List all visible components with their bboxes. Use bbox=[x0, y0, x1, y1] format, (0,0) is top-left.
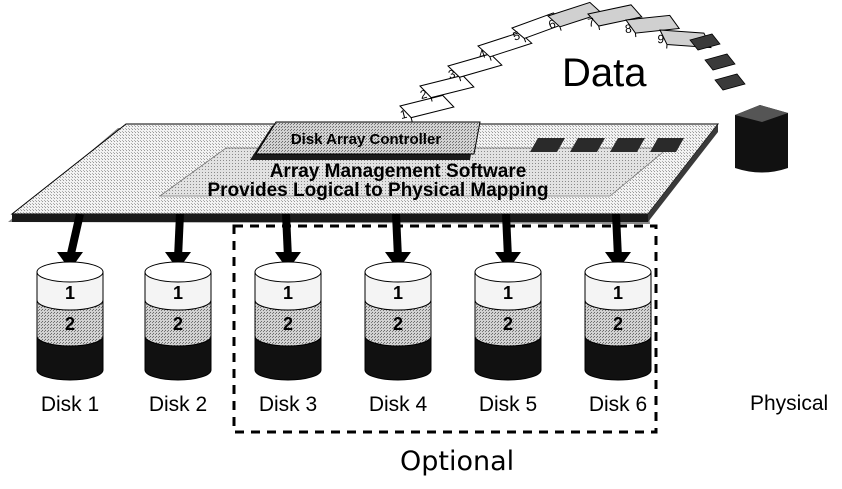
data-page: 3 bbox=[447, 53, 503, 82]
disk-layer-label: 1 bbox=[503, 283, 513, 303]
disk-label: Disk 4 bbox=[369, 393, 428, 416]
data-pages: 12 3 4 5 6 7 8 9 bbox=[399, 1, 746, 122]
mapping-arrow bbox=[165, 213, 191, 270]
optional-label: Optional bbox=[400, 446, 514, 477]
disk-layer-label: 2 bbox=[613, 314, 623, 334]
page-number: 7 bbox=[586, 15, 596, 30]
data-page: 8 bbox=[624, 14, 681, 38]
page-number: 4 bbox=[477, 46, 488, 61]
disk-label: Disk 2 bbox=[149, 393, 207, 416]
page-number: 3 bbox=[447, 67, 458, 82]
data-page: 1 bbox=[399, 94, 455, 122]
page-number: 2 bbox=[419, 87, 429, 102]
disk-layer-label: 1 bbox=[393, 283, 403, 303]
disk-layer-label: 1 bbox=[283, 283, 293, 303]
disk-layer-label: 2 bbox=[393, 314, 403, 334]
disk-layer-label: 2 bbox=[65, 314, 75, 334]
mapping-arrow bbox=[275, 213, 301, 270]
disk-array-controller: Disk Array Controller bbox=[250, 121, 481, 160]
software-line-1: Array Management Software bbox=[270, 161, 527, 182]
data-title: Data bbox=[562, 51, 647, 95]
mapping-arrow bbox=[57, 213, 84, 270]
data-page: 7 bbox=[586, 4, 643, 30]
mapping-arrow bbox=[495, 213, 521, 270]
optional-dashed-box bbox=[232, 224, 658, 434]
disk-layer-label: 2 bbox=[283, 314, 293, 334]
physical-storage-block bbox=[735, 105, 788, 173]
disk-label: Disk 6 bbox=[589, 393, 647, 416]
disk-layer-label: 1 bbox=[613, 283, 623, 303]
controller-label: Disk Array Controller bbox=[291, 131, 441, 148]
mapping-arrow bbox=[385, 213, 411, 270]
data-chip bbox=[704, 53, 736, 71]
disk-layer-label: 1 bbox=[65, 283, 75, 303]
disk-label: Disk 3 bbox=[259, 393, 317, 416]
disk-layer-label: 2 bbox=[173, 314, 183, 334]
mapping-arrows bbox=[57, 213, 631, 270]
data-chip bbox=[689, 33, 721, 51]
page-number: 5 bbox=[511, 28, 522, 44]
disk-layer-label: 1 bbox=[173, 283, 183, 303]
page-number: 1 bbox=[399, 107, 409, 122]
disk-label: Disk 5 bbox=[479, 393, 537, 416]
disk-label: Disk 1 bbox=[41, 393, 99, 416]
data-page: 4 bbox=[477, 31, 533, 62]
disk-layer-label: 2 bbox=[503, 314, 513, 334]
data-chip bbox=[714, 73, 746, 91]
mapping-arrow bbox=[605, 213, 631, 270]
page-number: 8 bbox=[624, 21, 632, 36]
page-number: 9 bbox=[657, 32, 665, 46]
physical-label: Physical bbox=[750, 392, 828, 415]
software-line-2: Provides Logical to Physical Mapping bbox=[207, 180, 548, 201]
data-chips bbox=[689, 33, 746, 91]
page-number: 6 bbox=[547, 16, 558, 31]
